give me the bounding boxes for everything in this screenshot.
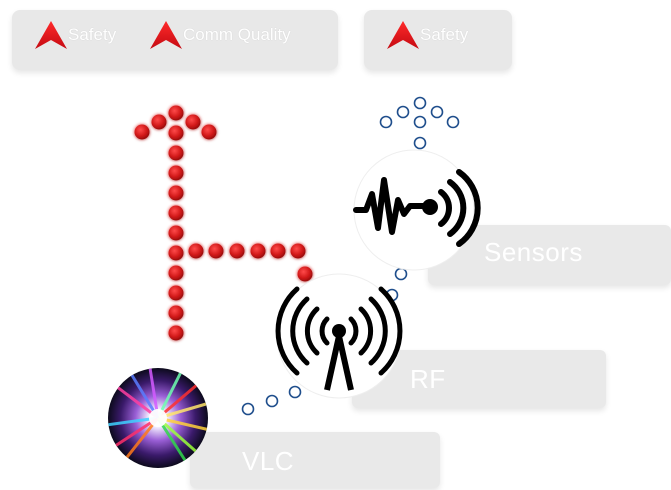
red-triangle-icon (35, 21, 67, 49)
red-dotted-arrow (134, 105, 313, 341)
safety-label-right: Safety (420, 25, 469, 44)
top-right-group (364, 10, 512, 70)
vlc-label: VLC (242, 446, 295, 476)
safety-label-left: Safety (68, 25, 117, 44)
blue-dotted-arrow (379, 96, 460, 150)
rf-antenna-icon (275, 273, 403, 399)
red-triangle-icon (387, 21, 419, 49)
sensors-label: Sensors (484, 237, 583, 267)
vlc-label-box: VLC (190, 432, 440, 488)
safety-badge-left: Safety (34, 20, 116, 50)
comm-quality-label: Comm Quality (183, 25, 291, 44)
light-burst-icon (108, 368, 208, 468)
signal-waveform-icon (353, 149, 481, 271)
red-triangle-icon (150, 21, 182, 49)
comm-quality-badge: Comm Quality (149, 20, 291, 50)
safety-badge-right: Safety (386, 20, 468, 50)
rf-label: RF (410, 364, 446, 394)
sensors-label-box: Sensors (428, 225, 671, 285)
